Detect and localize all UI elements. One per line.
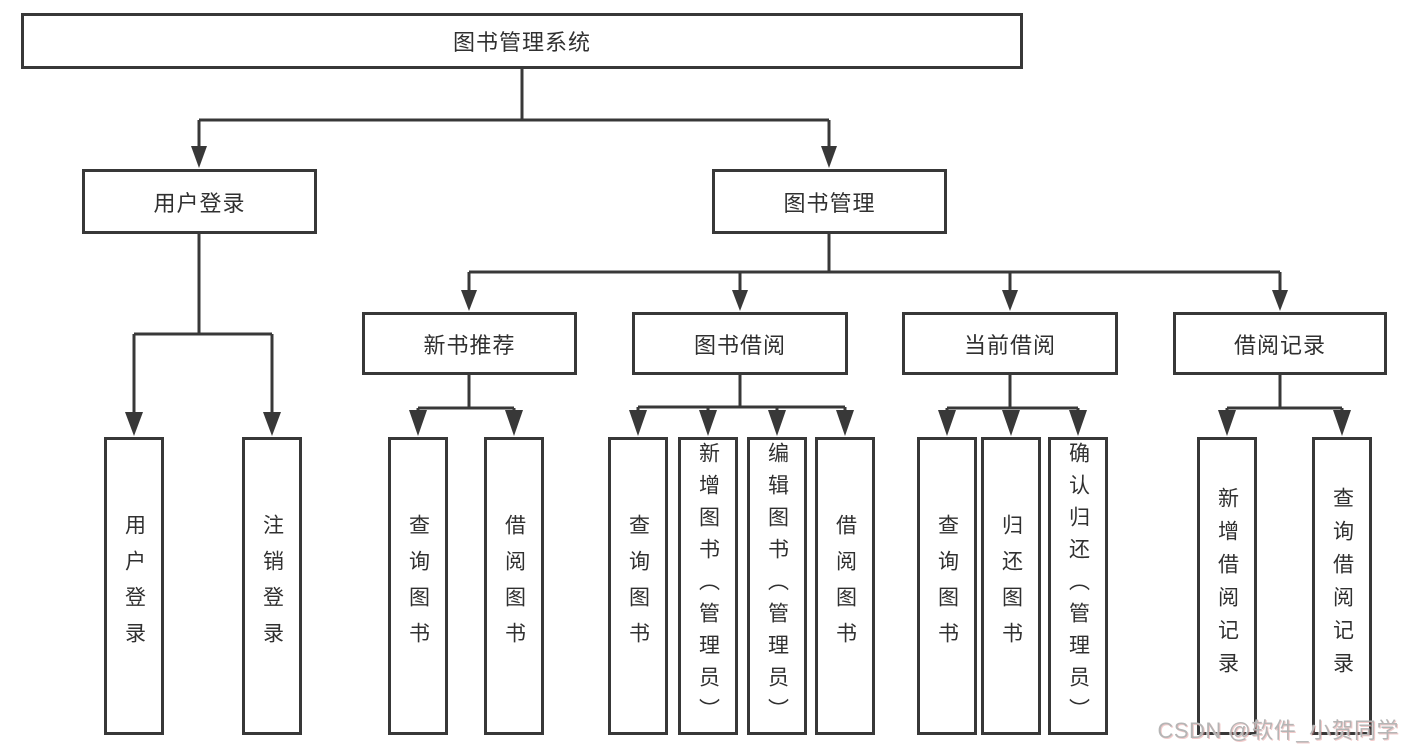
arrowheads-borrow-group — [629, 410, 854, 436]
leaf-query-books-borrow: 查询图书 — [608, 437, 668, 735]
node-user-login: 用户登录 — [82, 169, 317, 234]
leaf-query-books-current: 查询图书 — [917, 437, 977, 735]
connector-current-group — [945, 375, 1080, 414]
node-new-book-recommend: 新书推荐 — [362, 312, 577, 375]
node-label: 新书推荐 — [423, 332, 516, 358]
node-label: 查询图书 — [626, 514, 650, 658]
connector-user-login-group — [132, 234, 274, 416]
leaf-query-borrow-record: 查询借阅记录 — [1312, 437, 1372, 735]
arrowheads-user-login-group — [125, 412, 281, 436]
node-label: 归还图书 — [999, 514, 1023, 658]
node-label: 用户登录 — [122, 514, 146, 658]
connector-root-to-level2 — [197, 69, 831, 150]
leaf-add-borrow-record: 新增借阅记录 — [1197, 437, 1257, 735]
node-label: 图书管理系统 — [452, 30, 591, 55]
arrowheads-records-group — [1218, 410, 1351, 436]
connector-recommend-group — [416, 375, 516, 414]
node-book-management: 图书管理 — [712, 169, 947, 234]
node-label: 注销登录 — [260, 514, 284, 658]
node-borrow-records: 借阅记录 — [1173, 312, 1387, 375]
leaf-borrow-books: 借阅图书 — [815, 437, 875, 735]
node-label: 新增图书（管理员） — [696, 442, 720, 730]
arrowheads-level2 — [191, 146, 837, 168]
leaf-query-books-recommend: 查询图书 — [388, 437, 448, 735]
node-label: 编辑图书（管理员） — [765, 442, 789, 730]
node-label: 新增借阅记录 — [1215, 487, 1239, 685]
node-label: 图书管理 — [783, 190, 876, 216]
node-label: 用户登录 — [153, 190, 246, 216]
node-current-borrow: 当前借阅 — [902, 312, 1118, 375]
node-label: 查询图书 — [935, 514, 959, 658]
node-label: 查询借阅记录 — [1330, 487, 1354, 685]
leaf-borrow-books-recommend: 借阅图书 — [484, 437, 544, 735]
connector-borrow-group — [636, 375, 847, 414]
connector-management-to-level3 — [467, 234, 1282, 294]
arrowheads-recommend-group — [409, 410, 523, 436]
arrowheads-current-group — [938, 410, 1087, 436]
node-label: 借阅图书 — [502, 514, 526, 658]
leaf-edit-book-admin: 编辑图书（管理员） — [747, 437, 807, 735]
leaf-user-login: 用户登录 — [104, 437, 164, 735]
node-book-borrow: 图书借阅 — [632, 312, 848, 375]
node-label: 确认归还（管理员） — [1066, 442, 1090, 730]
arrowheads-level3 — [461, 290, 1288, 311]
csdn-watermark: CSDN @软件_小贺同学 — [1157, 718, 1399, 743]
connector-records-group — [1225, 375, 1344, 414]
leaf-confirm-return-admin: 确认归还（管理员） — [1048, 437, 1108, 735]
leaf-logout: 注销登录 — [242, 437, 302, 735]
node-label: 借阅图书 — [833, 514, 857, 658]
node-library-system-root: 图书管理系统 — [21, 13, 1023, 69]
leaf-add-book-admin: 新增图书（管理员） — [678, 437, 738, 735]
node-label: 当前借阅 — [963, 332, 1056, 358]
node-label: 图书借阅 — [693, 332, 786, 358]
node-label: 查询图书 — [406, 514, 430, 658]
node-label: 借阅记录 — [1233, 332, 1326, 358]
leaf-return-book: 归还图书 — [981, 437, 1041, 735]
